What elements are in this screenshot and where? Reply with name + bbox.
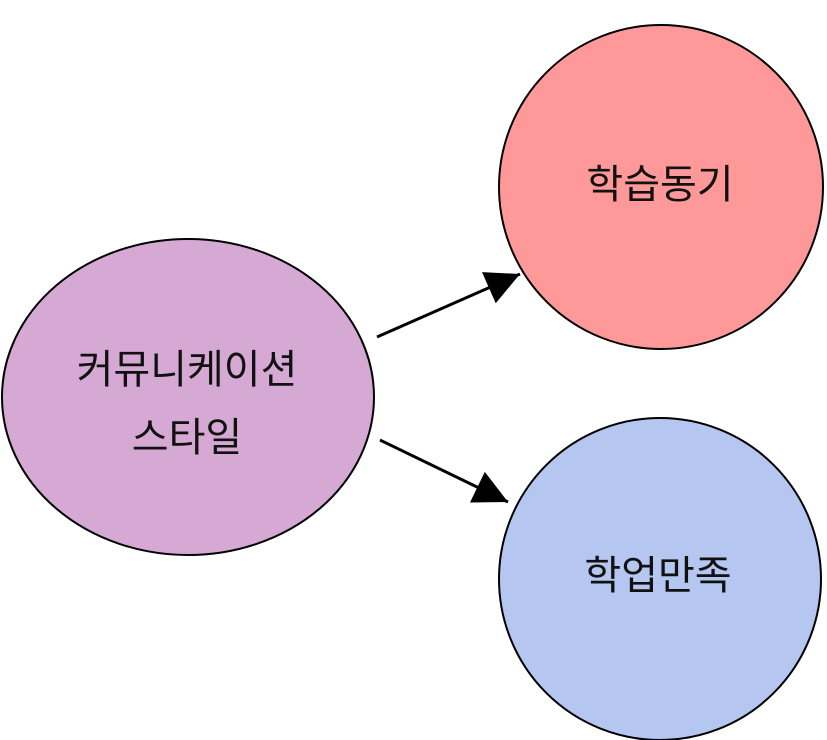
source-node: 커뮤니케이션 스타일 — [1, 238, 375, 556]
target-node-bottom-circle — [498, 417, 822, 740]
source-node-ellipse — [1, 238, 375, 556]
target-node-bottom-label: 학업만족 — [584, 553, 731, 599]
source-node-label-line1: 커뮤니케이션 — [77, 347, 298, 393]
arrow-to-academic-satisfaction — [379, 438, 509, 504]
target-node-top-label: 학습동기 — [586, 162, 733, 208]
target-node-top: 학습동기 — [498, 24, 824, 350]
arrow-to-learning-motivation — [376, 272, 521, 339]
target-node-bottom: 학업만족 — [498, 417, 822, 740]
source-node-label-line2: 스타일 — [132, 415, 242, 461]
target-node-top-circle — [498, 24, 824, 350]
